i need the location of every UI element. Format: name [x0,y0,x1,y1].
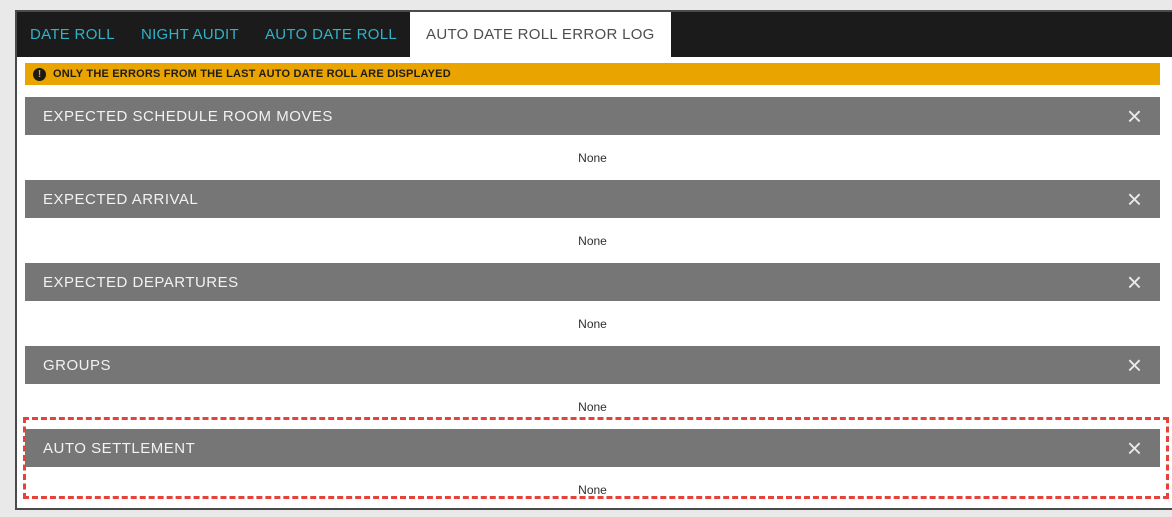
alert-icon: ! [33,67,46,81]
error-section-expected-schedule-room-moves: EXPECTED SCHEDULE ROOM MOVES × None [25,97,1160,180]
close-icon[interactable]: × [1126,184,1142,214]
error-section-groups: GROUPS × None [25,346,1160,429]
warning-banner: ! ONLY THE ERRORS FROM THE LAST AUTO DAT… [25,63,1160,85]
section-title: EXPECTED ARRIVAL [43,190,199,208]
error-log-panel: DATE ROLL NIGHT AUDIT AUTO DATE ROLL AUTO D… [15,10,1172,510]
section-header: EXPECTED SCHEDULE ROOM MOVES × [25,97,1160,135]
tab-night-audit[interactable]: NIGHT AUDIT [140,26,239,43]
tab-bar: DATE ROLL NIGHT AUDIT AUTO DATE ROLL AUTO D… [17,12,1172,57]
tab-date-roll[interactable]: DATE ROLL [30,26,115,43]
tab-auto-date-roll[interactable]: AUTO DATE ROLL [265,26,398,43]
section-title: AUTO SETTLEMENT [43,439,196,457]
section-title: GROUPS [43,356,112,374]
section-empty-state: None [578,482,607,497]
error-section-expected-departures: EXPECTED DEPARTURES × None [25,263,1160,346]
content-area: ! ONLY THE ERRORS FROM THE LAST AUTO DAT… [17,57,1172,508]
section-empty-state: None [578,316,607,331]
error-section-auto-settlement: AUTO SETTLEMENT × None [23,417,1169,508]
section-header: EXPECTED ARRIVAL × [25,180,1160,218]
warning-banner-text: ONLY THE ERRORS FROM THE LAST AUTO DATE … [53,68,451,80]
close-icon[interactable]: × [1126,350,1142,380]
section-empty-state: None [578,399,607,414]
sections-list: EXPECTED SCHEDULE ROOM MOVES × None EXPE… [23,97,1169,508]
close-icon[interactable]: × [1126,101,1142,131]
section-header: AUTO SETTLEMENT × [25,429,1160,467]
close-icon[interactable]: × [1126,433,1142,463]
section-empty-state: None [578,150,607,165]
section-header: GROUPS × [25,346,1160,384]
section-header: EXPECTED DEPARTURES × [25,263,1160,301]
tab-auto-date-roll-error-log[interactable]: AUTO DATE ROLL ERROR LOG [410,12,671,57]
section-empty-state: None [578,233,607,248]
close-icon[interactable]: × [1126,267,1142,297]
error-section-expected-arrival: EXPECTED ARRIVAL × None [25,180,1160,263]
section-title: EXPECTED DEPARTURES [43,273,239,291]
section-title: EXPECTED SCHEDULE ROOM MOVES [43,107,333,125]
